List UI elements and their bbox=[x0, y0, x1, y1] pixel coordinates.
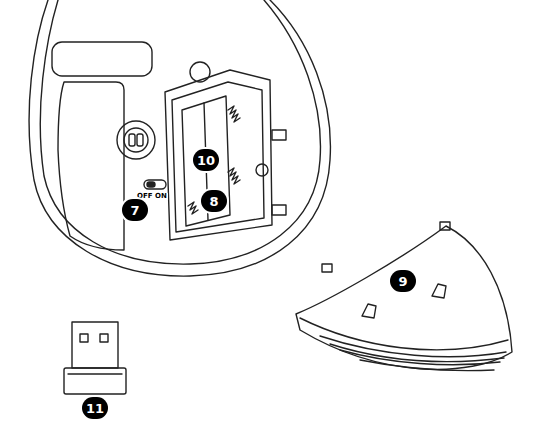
callout-number: 8 bbox=[201, 190, 227, 212]
callout-number: 7 bbox=[122, 199, 148, 221]
callout-number: 11 bbox=[82, 397, 108, 419]
callout-number: 9 bbox=[390, 270, 416, 292]
callout-number: 10 bbox=[193, 149, 219, 171]
